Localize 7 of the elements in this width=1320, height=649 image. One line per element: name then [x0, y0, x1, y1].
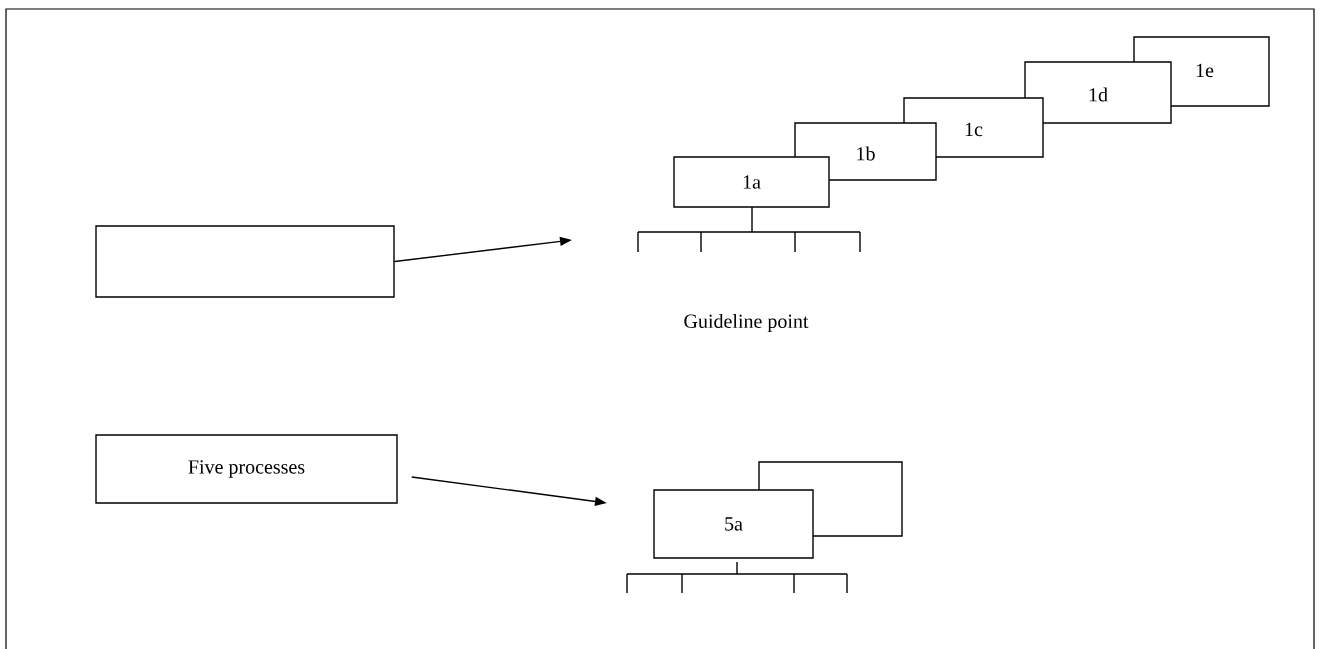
process-box: Five processes	[95, 434, 398, 504]
label: Guideline point	[684, 313, 809, 333]
process-box: 1a	[673, 156, 830, 208]
empty-box	[95, 225, 395, 298]
process-box: 1d	[1024, 61, 1172, 124]
process-box: 1b	[794, 122, 937, 181]
process-box: 5a	[653, 489, 814, 559]
